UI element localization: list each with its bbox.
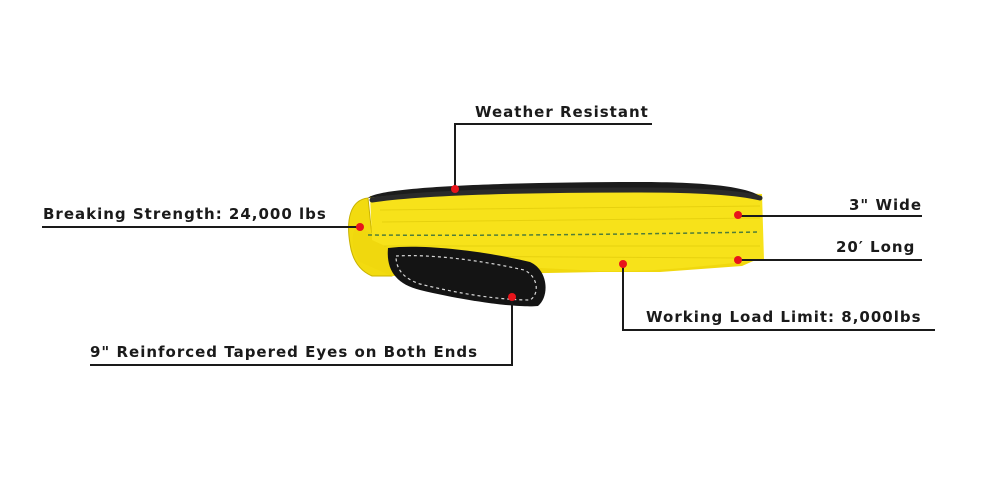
callout-working-load-limit: Working Load Limit: 8,000lbs	[646, 308, 922, 326]
callout-breaking-strength: Breaking Strength: 24,000 lbs	[43, 205, 327, 223]
callout-leaders	[42, 123, 935, 366]
marker-weather	[451, 185, 459, 193]
marker-eyes	[508, 293, 516, 301]
callout-markers	[356, 185, 742, 301]
sling-top-edge-band	[369, 187, 763, 203]
callout-reinforced-eyes: 9" Reinforced Tapered Eyes on Both Ends	[90, 343, 479, 361]
callout-width: 3" Wide	[849, 196, 923, 214]
callout-weather-resistant: Weather Resistant	[475, 103, 649, 121]
callout-length: 20′ Long	[836, 238, 916, 256]
leader-eyes	[90, 297, 513, 366]
webbing-texture	[379, 205, 761, 259]
reinforced-eye-sleeve	[387, 246, 546, 307]
marker-breaking	[356, 223, 364, 231]
marker-long	[734, 256, 742, 264]
leader-weather	[454, 123, 652, 188]
sling-top-edge	[368, 182, 760, 198]
leader-wll	[622, 264, 935, 331]
marker-wll	[619, 260, 627, 268]
marker-wide	[734, 211, 742, 219]
